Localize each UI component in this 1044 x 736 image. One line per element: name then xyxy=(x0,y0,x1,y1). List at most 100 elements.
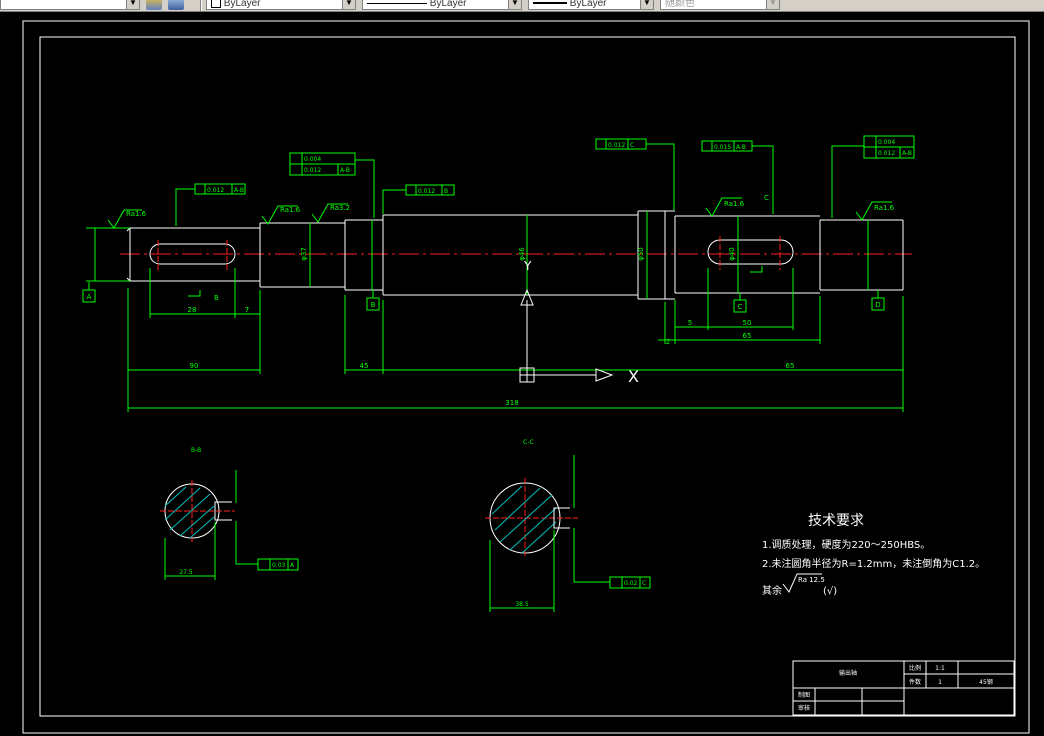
dim-key-left: 28 xyxy=(188,306,197,314)
plotstyle-combo-value: 随颜色 xyxy=(665,0,695,9)
sec-c-datum: C xyxy=(642,580,646,587)
section-mark-c: C xyxy=(764,194,769,202)
gdt-runout-6: 0.012 xyxy=(878,150,895,157)
sec-c-tol: 0.02 xyxy=(624,580,638,587)
gdt-runout-3-datum: B xyxy=(444,188,448,195)
ra-3: Ra3.2 xyxy=(330,204,350,212)
dim-overall: 318 xyxy=(505,399,518,407)
gdt-runout-left-datum: A-B xyxy=(234,187,244,194)
datum-b: B xyxy=(371,301,376,309)
sec-c-width: 38.5 xyxy=(515,601,529,608)
tb-checked-label: 审核 xyxy=(798,704,810,712)
dim-d46: φ46 xyxy=(518,247,526,261)
ucs-y-label: Y xyxy=(523,259,532,273)
gdt-runout-5-datum: A-B xyxy=(736,144,746,151)
gdt-runout-6-datum: A-B xyxy=(902,150,912,157)
layer-combo-value: ByLayer xyxy=(223,0,261,9)
gdt-runout-left: 0.012 xyxy=(207,187,224,194)
tech-req-2: 2.未注圆角半径为R=1.2mm，未注倒角为C1.2。 xyxy=(762,557,985,570)
datum-boxes xyxy=(82,282,885,313)
layer-combo[interactable]: ByLayer ▼ xyxy=(206,0,356,10)
lineweight-combo[interactable]: ByLayer ▼ xyxy=(528,0,654,10)
dim-mid-seg: 45 xyxy=(360,362,369,370)
inner-border xyxy=(39,36,1016,717)
tech-req-3-ra: Ra 12.5 xyxy=(798,576,825,584)
ucs-x-label: X xyxy=(628,367,639,386)
datum-letters: A B C D xyxy=(87,293,881,311)
gdt-cyl-1: 0.004 xyxy=(304,156,321,163)
datum-c: C xyxy=(738,303,743,311)
ra-2: Ra1.6 xyxy=(280,206,301,214)
outer-frame xyxy=(22,20,1030,734)
tech-req-1: 1.调质处理，硬度为220～250HBS。 xyxy=(762,538,930,551)
gdt-runout-2: 0.012 xyxy=(304,167,321,174)
sec-b-tol: 0.03 xyxy=(272,562,286,569)
tb-drawn-label: 制图 xyxy=(798,691,810,699)
section-markers xyxy=(188,266,763,297)
gdt-cyl-6: 0.004 xyxy=(878,139,895,146)
gdt-text: 0.012 A-B 0.004 0.012 A-B 0.012 B 0.012 … xyxy=(207,139,912,195)
layer-states-icon[interactable] xyxy=(146,0,162,10)
tech-title: 技术要求 xyxy=(808,513,864,529)
drawing-svg[interactable]: 318 90 45 65 28 7 50 5 65 2 φ37 φ46 φ50 … xyxy=(0,12,1044,736)
section-b-label: B-B xyxy=(191,447,201,454)
gdt-frames xyxy=(175,135,915,226)
dim-right-seg: 65 xyxy=(786,362,795,370)
dimension-lines xyxy=(86,211,904,412)
gdt-runout-2-datum: A-B xyxy=(340,167,350,174)
linetype-combo-value: ByLayer xyxy=(429,0,467,9)
properties-toolbar: ▼ ByLayer ▼ ByLayer ▼ ByLayer ▼ 随颜色 ▼ xyxy=(0,0,1044,12)
chevron-down-icon[interactable]: ▼ xyxy=(640,0,653,9)
title-block-text: 输出轴 比例 1:1 件数 1 45钢 制图 审核 xyxy=(798,664,993,712)
dim-key-right: 50 xyxy=(743,319,752,327)
section-b-view: B-B 27.5 0.03 A xyxy=(160,447,299,580)
dim-key-right-off: 5 xyxy=(688,319,692,327)
tb-qty-value: 1 xyxy=(938,679,942,686)
shaft-outline xyxy=(126,210,904,300)
gdt-runout-4-datum: C xyxy=(630,142,634,149)
dim-shoulder: 2 xyxy=(666,338,670,346)
dim-d37: φ37 xyxy=(300,247,308,261)
chevron-down-icon[interactable]: ▼ xyxy=(508,0,521,9)
linetype-swatch xyxy=(367,2,427,4)
linetype-combo[interactable]: ByLayer ▼ xyxy=(362,0,522,10)
chevron-down-icon[interactable]: ▼ xyxy=(342,0,355,9)
dim-key-left-off: 7 xyxy=(245,306,249,314)
title-block xyxy=(792,660,1015,716)
gdt-runout-3: 0.012 xyxy=(418,188,435,195)
tb-scale-value: 1:1 xyxy=(935,665,945,672)
dim-d40: φ40 xyxy=(728,247,736,261)
ra-1: Ra1.6 xyxy=(126,210,147,218)
color-combo[interactable]: ▼ xyxy=(0,0,140,10)
ra-5: Ra1.6 xyxy=(874,204,895,212)
tb-qty-label: 件数 xyxy=(909,678,921,686)
datum-a: A xyxy=(87,293,92,301)
drawing-canvas[interactable]: 318 90 45 65 28 7 50 5 65 2 φ37 φ46 φ50 … xyxy=(0,12,1044,736)
sec-b-width: 27.5 xyxy=(179,569,193,576)
section-c-view: C-C 38.5 0.02 C xyxy=(485,439,651,612)
sec-b-datum: A xyxy=(290,562,295,569)
dim-left-seg: 90 xyxy=(190,362,199,370)
gdt-runout-5: 0.015 xyxy=(714,144,731,151)
layer-previous-icon[interactable] xyxy=(168,0,184,10)
dimension-text: 318 90 45 65 28 7 50 5 65 2 φ37 φ46 φ50 … xyxy=(188,247,795,407)
tech-req-3-prefix: 其余 xyxy=(762,584,782,597)
color-swatch-icon xyxy=(211,0,221,9)
ucs-icon xyxy=(519,288,614,383)
toolbar-separator xyxy=(200,0,202,11)
lineweight-combo-value: ByLayer xyxy=(569,0,607,9)
plotstyle-combo[interactable]: 随颜色 ▼ xyxy=(660,0,780,10)
chevron-down-icon[interactable]: ▼ xyxy=(766,0,779,9)
chevron-down-icon[interactable]: ▼ xyxy=(126,0,139,9)
dim-key-right-total: 65 xyxy=(743,332,752,340)
tb-part-name: 输出轴 xyxy=(839,669,857,677)
tb-material: 45钢 xyxy=(979,678,993,686)
dim-d50: φ50 xyxy=(637,247,645,261)
roughness-text: Ra1.6 Ra1.6 Ra3.2 Ra1.6 Ra1.6 xyxy=(126,200,895,218)
datum-d: D xyxy=(875,301,880,309)
gdt-runout-4: 0.012 xyxy=(608,142,625,149)
roughness-symbols xyxy=(107,197,892,229)
tech-req-3-paren: (√) xyxy=(823,586,837,597)
technical-requirements: 技术要求 1.调质处理，硬度为220～250HBS。 2.未注圆角半径为R=1.… xyxy=(762,513,985,597)
ra-4: Ra1.6 xyxy=(724,200,745,208)
